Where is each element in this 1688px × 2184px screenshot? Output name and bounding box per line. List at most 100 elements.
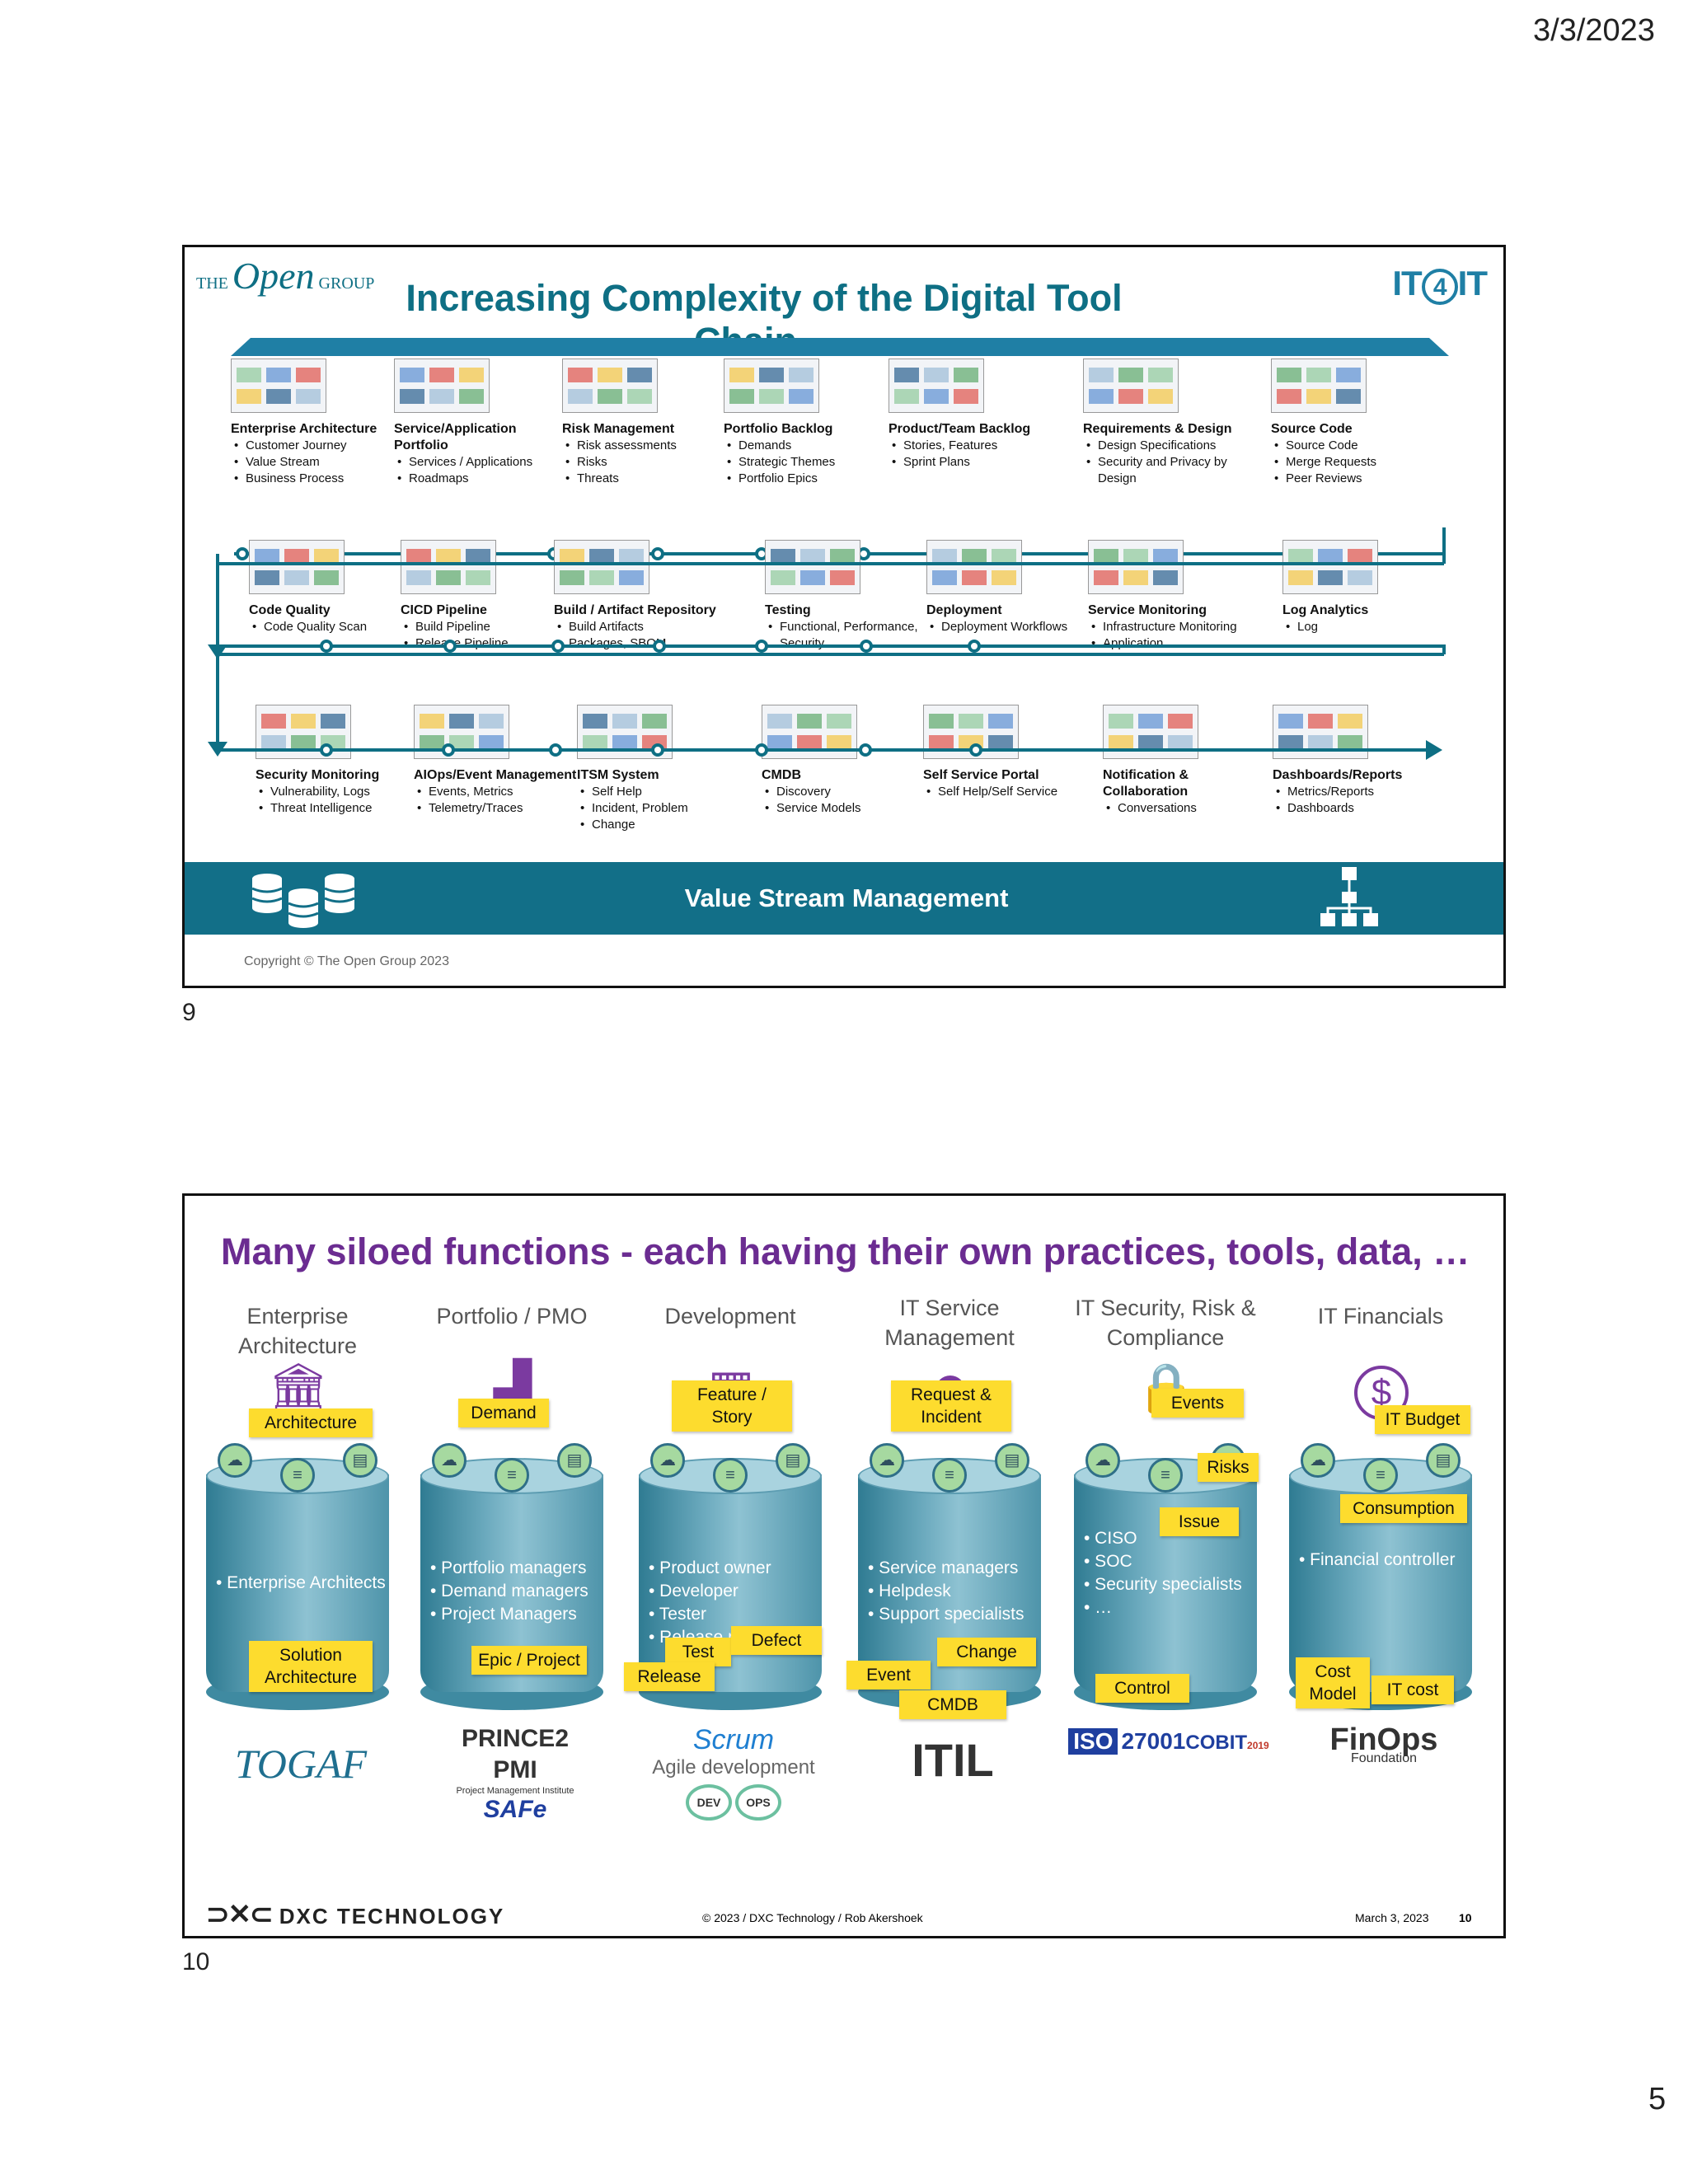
sticky-note: Event xyxy=(846,1661,931,1690)
framework-logo-text: Agile development xyxy=(652,1756,815,1779)
hierarchy-icon xyxy=(1320,867,1378,926)
tool-items: Services / ApplicationsRoadmaps xyxy=(394,454,559,487)
sticky-note: Release xyxy=(624,1662,715,1691)
role-item: • Financial controller xyxy=(1299,1550,1456,1569)
tool-item: Threats xyxy=(562,471,727,487)
tool-item: Roadmaps xyxy=(394,471,559,487)
tool-screenshot xyxy=(401,540,496,594)
tool-name: Deployment xyxy=(926,603,1002,617)
role-item: • Support specialists xyxy=(868,1605,1025,1624)
tool-item: Sprint Plans xyxy=(889,454,1053,471)
sticky-note: Defect xyxy=(731,1626,822,1655)
database-icon: ≡ xyxy=(1148,1458,1183,1493)
tool-items: Events, MetricsTelemetry/Traces xyxy=(414,784,579,817)
tool-card: CMDBDiscoveryService Models xyxy=(762,705,926,817)
tool-item: Threat Intelligence xyxy=(256,800,420,817)
tool-item: Log xyxy=(1282,619,1447,635)
tool-item: Demands xyxy=(724,438,889,454)
column-heading: IT Financials xyxy=(1317,1304,1444,1329)
tool-item: Change xyxy=(577,817,742,833)
tool-screenshot xyxy=(394,359,490,413)
slide-number: 10 xyxy=(182,1948,210,1975)
role-item: • Project Managers xyxy=(430,1605,577,1624)
tool-items: Code Quality Scan xyxy=(249,619,414,635)
framework-logos: ITIL xyxy=(850,1723,1056,1787)
tool-screenshot xyxy=(1083,359,1179,413)
tool-items: DiscoveryService Models xyxy=(762,784,926,817)
tool-items: Customer JourneyValue StreamBusiness Pro… xyxy=(231,438,396,487)
cloud-icon: ☁ xyxy=(218,1443,252,1478)
cloud-icon: ☁ xyxy=(432,1443,467,1478)
flow-node xyxy=(968,640,981,653)
role-item: • CISO xyxy=(1084,1529,1137,1548)
tool-screenshot xyxy=(1282,540,1378,594)
sticky-note: Control xyxy=(1095,1674,1189,1703)
sticky-note: Cost Model xyxy=(1296,1657,1370,1708)
tool-name: Log Analytics xyxy=(1282,603,1369,617)
tool-card: Dashboards/ReportsMetrics/ReportsDashboa… xyxy=(1273,705,1437,817)
value-stream-bar xyxy=(185,862,1503,935)
role-item: • Helpdesk xyxy=(868,1582,951,1601)
framework-logo-text: Foundation xyxy=(1350,1751,1418,1765)
tool-item: Application xyxy=(1088,635,1253,652)
sticky-note: Change xyxy=(937,1638,1036,1666)
slide-siloed-functions: Many siloed functions - each having thei… xyxy=(182,1193,1506,1938)
tool-screenshot xyxy=(765,540,860,594)
tool-card: Log AnalyticsLog xyxy=(1282,540,1447,635)
tool-name: Testing xyxy=(765,603,811,617)
tool-item: Self Help/Self Service xyxy=(923,784,1088,800)
framework-logo-text: 2019 xyxy=(1247,1740,1269,1751)
tool-card: ITSM SystemSelf HelpIncident, ProblemCha… xyxy=(577,705,742,833)
tool-item: Services / Applications xyxy=(394,454,559,471)
database-icon xyxy=(251,874,355,928)
role-item: • Security specialists xyxy=(1084,1575,1242,1594)
tool-card: AIOps/Event ManagementEvents, MetricsTel… xyxy=(414,705,579,817)
flow-node xyxy=(755,640,768,653)
flow-node xyxy=(551,640,565,653)
tool-screenshot xyxy=(1088,540,1184,594)
slide-title: Many siloed functions - each having thei… xyxy=(221,1230,1470,1272)
tool-item: Business Process xyxy=(231,471,396,487)
tool-item: Merge Requests xyxy=(1271,454,1436,471)
tool-items: Source CodeMerge RequestsPeer Reviews xyxy=(1271,438,1436,487)
tool-name: AIOps/Event Management xyxy=(414,768,577,782)
tool-name: Code Quality xyxy=(249,603,331,617)
framework-logo-text: Scrum xyxy=(692,1724,775,1755)
dxc-logo: ⊃✕⊂ DXC TECHNOLOGY xyxy=(206,1899,505,1930)
framework-logo-text: TOGAF xyxy=(234,1741,368,1787)
sticky-note: Solution Architecture xyxy=(249,1641,373,1692)
tool-name: Notification & Collaboration xyxy=(1103,768,1189,799)
tool-items: Log xyxy=(1282,619,1447,635)
tool-card: Source CodeSource CodeMerge RequestsPeer… xyxy=(1271,359,1436,487)
role-item: • Developer xyxy=(649,1582,738,1601)
role-list: • Financial controller xyxy=(1299,1549,1472,1572)
tool-name: ITSM System xyxy=(577,768,659,782)
framework-logo-text: PRINCE2 xyxy=(461,1725,570,1752)
column-heading: Development xyxy=(664,1304,796,1329)
cloud-icon: ☁ xyxy=(1301,1443,1335,1478)
role-item: • Enterprise Architects xyxy=(216,1573,386,1592)
database-icon: ≡ xyxy=(1363,1458,1398,1493)
footer-page: 10 xyxy=(1459,1911,1472,1924)
flow-node xyxy=(859,743,872,757)
server-icon: ▤ xyxy=(776,1443,810,1478)
value-stream-label: Value Stream Management xyxy=(684,883,1009,912)
role-list: • CISO• SOC• Security specialists• … xyxy=(1084,1527,1257,1619)
column-heading: Portfolio / PMO xyxy=(436,1304,588,1329)
flow-node xyxy=(651,743,664,757)
flow-connector xyxy=(1442,644,1446,648)
tool-item: Code Quality Scan xyxy=(249,619,414,635)
flow-node xyxy=(320,640,333,653)
database-icon: ≡ xyxy=(495,1458,529,1493)
flow-connector xyxy=(1442,552,1446,555)
framework-logo-text: FinOps xyxy=(1329,1722,1438,1757)
tool-item: Events, Metrics xyxy=(414,784,579,800)
flow-connector xyxy=(216,554,219,646)
role-item: • Product owner xyxy=(649,1558,771,1577)
flow-node xyxy=(236,547,249,560)
tool-item: Conversations xyxy=(1103,800,1268,817)
tool-items: Stories, FeaturesSprint Plans xyxy=(889,438,1053,471)
